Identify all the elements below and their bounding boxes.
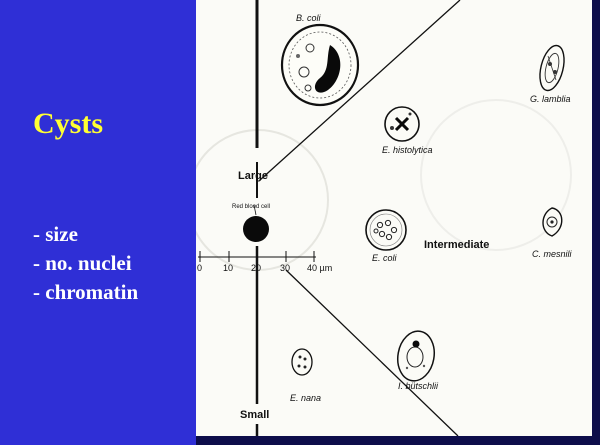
- label-red-blood-cell: Red blood cell: [232, 204, 270, 210]
- label-g-lamblia: G. lamblia: [530, 94, 571, 104]
- e-histolytica-cyst: [385, 107, 419, 141]
- left-panel: Cysts - size - no. nuclei - chromatin: [0, 0, 196, 445]
- red-blood-cell: [243, 216, 269, 242]
- label-e-coli: E. coli: [372, 253, 397, 263]
- c-mesnili-cyst: [543, 208, 562, 236]
- scale-tick-label: 30: [280, 263, 290, 273]
- scale-tick-label: 0: [197, 263, 202, 273]
- region-label-intermediate: Intermediate: [424, 239, 489, 251]
- e-nana-cyst: [292, 349, 312, 375]
- bullet-chromatin: - chromatin: [33, 278, 138, 307]
- bullet-no-nuclei: - no. nuclei: [33, 249, 138, 278]
- slide-title: Cysts: [33, 107, 103, 141]
- e-coli-cyst: [366, 210, 406, 250]
- g-lamblia-cyst: [536, 43, 568, 93]
- scale-tick-label: 40 µm: [307, 263, 332, 273]
- cyst-size-figure: B. coli G. lamblia E. histolytica E. col…: [196, 0, 592, 436]
- label-b-coli: B. coli: [296, 13, 321, 23]
- i-butschlii-cyst: [394, 328, 438, 383]
- label-i-butschlii: I. bütschlii: [398, 381, 438, 391]
- b-coli-cyst: [282, 25, 358, 105]
- figure-drawing: [196, 0, 592, 436]
- scale-tick-label: 20: [251, 263, 261, 273]
- ghost-circle: [196, 130, 328, 270]
- label-e-nana: E. nana: [290, 393, 321, 403]
- scale-tick-label: 10: [223, 263, 233, 273]
- label-c-mesnili: C. mesnili: [532, 249, 572, 259]
- label-e-histolytica: E. histolytica: [382, 145, 433, 155]
- region-label-small: Small: [240, 409, 269, 421]
- bullet-size: - size: [33, 220, 138, 249]
- region-label-large: Large: [238, 170, 268, 182]
- bullet-list: - size - no. nuclei - chromatin: [33, 220, 138, 307]
